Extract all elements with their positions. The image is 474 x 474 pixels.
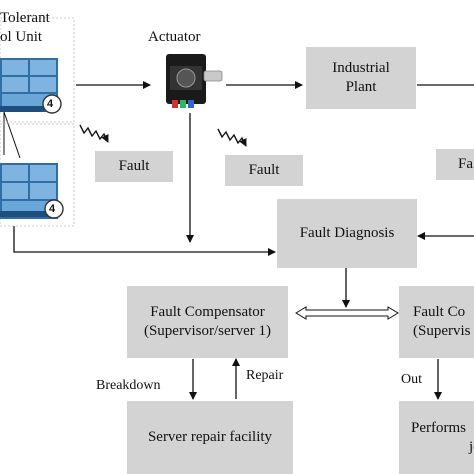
server-count-badge-1: 4 [47,98,54,110]
fault-diagnosis-label: Fault Diagnosis [299,225,395,241]
arrow-unit-to-diagnosis [13,226,276,256]
plant-label-line1: Industrial [332,60,390,76]
compensator-2-line2: (Supervis [413,323,471,339]
fault-zigzag-1 [79,124,109,143]
stepper-motor-icon [166,54,223,108]
fault-compensator-box-1: Fault Compensator (Supervisor/server 1) [127,286,288,358]
server-rack-icon-2 [0,123,75,227]
fault-label-2: Fault [248,162,280,178]
breakdown-label: Breakdown [96,378,161,393]
server-repair-facility-box: Server repair facility [127,401,293,474]
plant-label-line2: Plant [345,79,377,95]
control-unit-title-line1: Tolerant [0,10,50,26]
compensator-1-line1: Fault Compensator [150,304,265,320]
performs-line1: Performs [411,419,466,436]
out-label: Out [401,372,422,387]
bidirectional-arrow [295,306,399,320]
fault-box-1: Fault [95,151,173,182]
fault-zigzag-2 [217,128,247,147]
fault-compensator-box-2: Fault Co (Supervis [399,286,474,358]
control-unit-title-line2: ol Unit [0,29,43,45]
compensator-1-line2: (Supervisor/server 1) [143,323,272,339]
server-rack-icon-1 [0,17,75,123]
actuator-label: Actuator [148,29,201,45]
performs-line2: jo [469,438,474,455]
repair-label: Repair [246,368,284,383]
fault-label-1: Fault [118,158,150,174]
compensator-2-line1: Fault Co [413,304,466,320]
fault-label-3: Fa [458,156,473,172]
repair-facility-label: Server repair facility [147,429,273,445]
industrial-plant-box: Industrial Plant [306,47,416,109]
performs-box: Performs jo [399,401,474,474]
fault-box-3: Fa [436,149,474,180]
fault-diagnosis-box: Fault Diagnosis [277,199,417,268]
server-count-badge-2: 4 [49,203,56,215]
fault-box-2: Fault [225,155,303,186]
